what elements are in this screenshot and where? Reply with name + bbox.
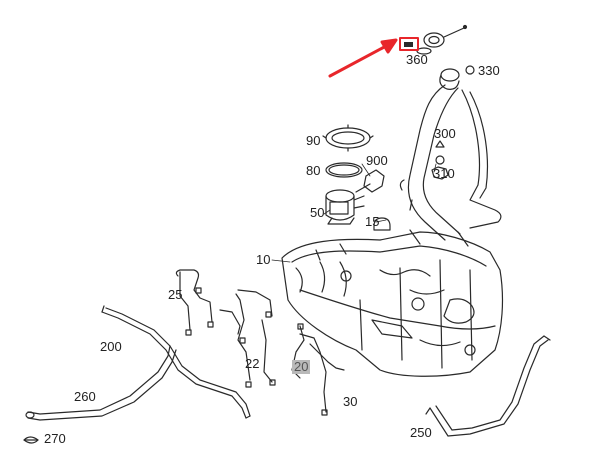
filler-neck-cap[interactable] bbox=[439, 65, 475, 90]
part-label-22: 22 bbox=[245, 356, 260, 371]
part-label-80: 80 bbox=[306, 163, 321, 178]
tank-strap-200[interactable] bbox=[101, 305, 251, 419]
pointer-arrow bbox=[328, 38, 398, 78]
tank-strap-260[interactable] bbox=[25, 345, 177, 421]
fuel-pump-module[interactable] bbox=[325, 189, 365, 225]
part-label-330: 330 bbox=[478, 63, 500, 78]
grommet-15[interactable] bbox=[373, 217, 391, 231]
part-label-300: 300 bbox=[434, 126, 456, 141]
part-label-310: 310 bbox=[433, 166, 455, 181]
fuel-line-30[interactable] bbox=[299, 333, 345, 416]
valve-300[interactable] bbox=[435, 140, 445, 148]
part-label-250: 250 bbox=[410, 425, 432, 440]
filler-neck-pipe[interactable] bbox=[399, 84, 502, 241]
valve-310[interactable] bbox=[431, 155, 449, 180]
part-label-200: 200 bbox=[100, 339, 122, 354]
part-label-25: 25 bbox=[168, 287, 183, 302]
part-label-15: 15 bbox=[365, 214, 380, 229]
part-label-30: 30 bbox=[343, 394, 358, 409]
part-label-270: 270 bbox=[44, 431, 66, 446]
leader-lines bbox=[271, 163, 437, 263]
part-label-10: 10 bbox=[256, 252, 271, 267]
flange-ring[interactable] bbox=[322, 124, 374, 152]
part-label-260: 260 bbox=[74, 389, 96, 404]
tank-strap-250[interactable] bbox=[425, 335, 551, 437]
fuel-line-22[interactable] bbox=[219, 289, 276, 388]
part-label-360: 360 bbox=[406, 52, 428, 67]
part-label-20: 20 bbox=[292, 359, 311, 374]
vent-line-25[interactable] bbox=[175, 269, 214, 336]
fuel-sender-connector[interactable] bbox=[355, 169, 385, 193]
filler-cap[interactable] bbox=[416, 24, 468, 55]
part-label-900: 900 bbox=[366, 153, 388, 168]
part-label-90: 90 bbox=[306, 133, 321, 148]
fuel-tank[interactable] bbox=[281, 229, 504, 377]
seal-ring[interactable] bbox=[325, 162, 363, 178]
part-label-50: 50 bbox=[310, 205, 325, 220]
highlighted-part-box[interactable] bbox=[399, 37, 419, 51]
clip-270[interactable] bbox=[23, 436, 39, 444]
